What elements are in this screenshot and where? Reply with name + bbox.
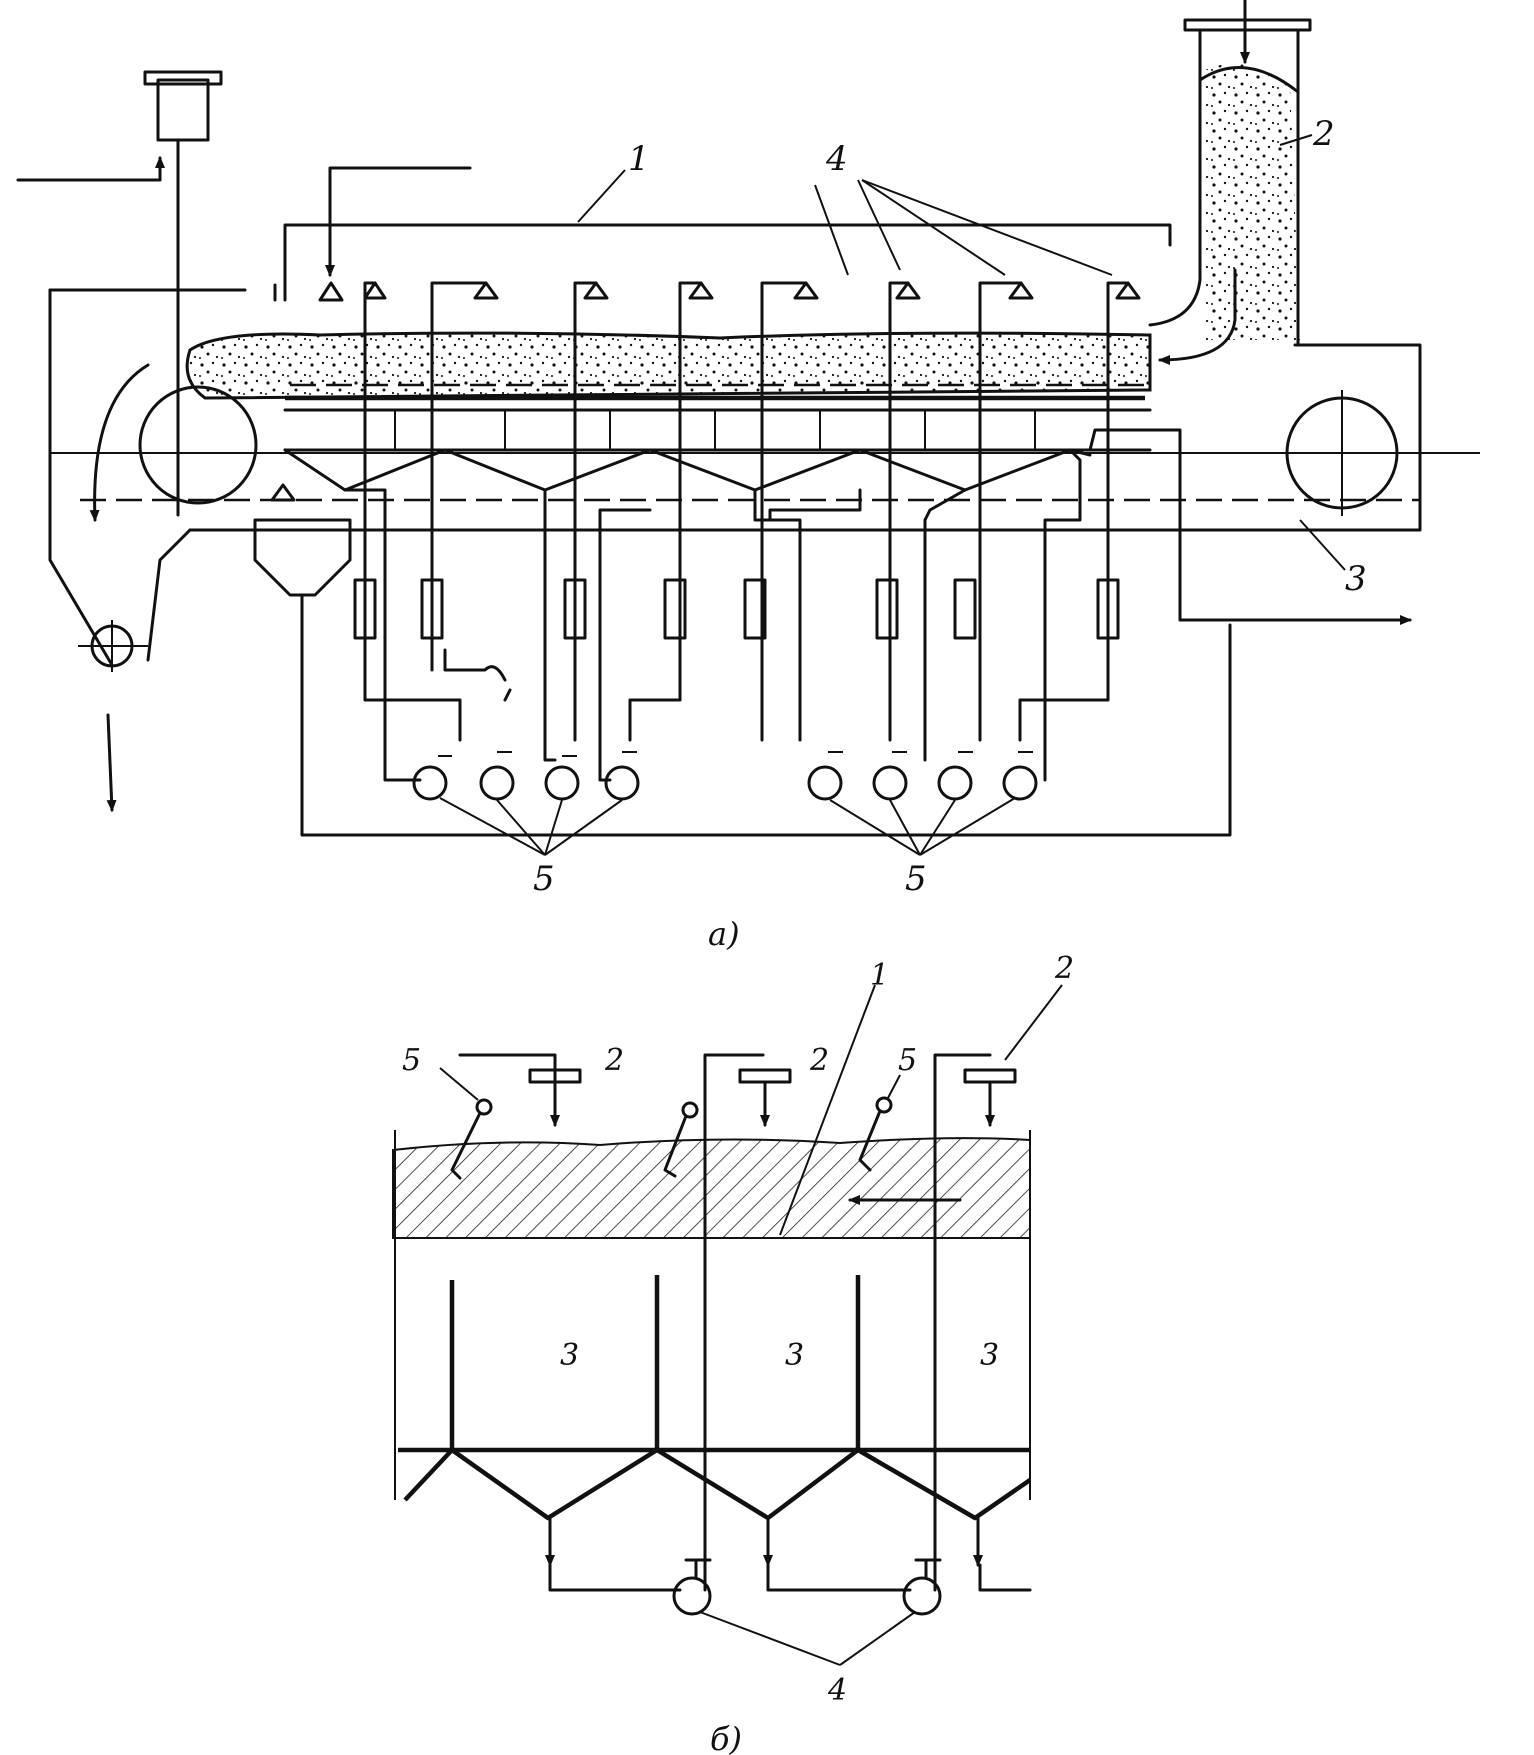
label-sprayer-left: 2 bbox=[604, 1043, 624, 1078]
probe-icon bbox=[475, 1098, 493, 1116]
feed-hopper bbox=[1148, 0, 1312, 365]
nozzle-icon bbox=[363, 281, 387, 300]
pump-icon bbox=[807, 765, 843, 801]
collector bbox=[253, 518, 1232, 837]
pump-icon bbox=[412, 765, 448, 801]
sprayers-b bbox=[458, 1053, 1017, 1592]
cyclone-tank bbox=[16, 70, 223, 517]
nozzle-icon bbox=[270, 483, 296, 502]
figure-b: 1 2 2 2 3 3 3 4 5 5 б) bbox=[392, 951, 1074, 1755]
pump-icon bbox=[672, 1576, 712, 1616]
label-pumps-right: 5 bbox=[905, 859, 927, 899]
label-probe-left: 5 bbox=[402, 1043, 421, 1078]
label-section-left: 3 bbox=[560, 1338, 579, 1373]
pumps-b bbox=[672, 1558, 942, 1666]
nozzle-icon bbox=[583, 281, 609, 300]
label-bed: 1 bbox=[870, 958, 889, 993]
pumps-a bbox=[412, 751, 1038, 856]
right-drum bbox=[1262, 390, 1420, 516]
label-pumps-left: 5 bbox=[533, 859, 555, 899]
nozzle-icon bbox=[793, 281, 819, 300]
caption-b: б) bbox=[710, 1720, 742, 1755]
figure-a: 1 2 3 4 5 5 а) bbox=[16, 0, 1480, 953]
pump-icon bbox=[544, 765, 580, 801]
label-sprayer-right: 2 bbox=[1054, 951, 1074, 986]
caption-a: а) bbox=[708, 915, 740, 953]
label-sprayer-mid: 2 bbox=[809, 1043, 829, 1078]
label-conveyor: 3 bbox=[1345, 559, 1367, 599]
nozzle-icon bbox=[895, 281, 921, 300]
nozzle-icon bbox=[473, 281, 499, 300]
pump-icon bbox=[902, 1576, 942, 1616]
air-pipe bbox=[273, 166, 1172, 302]
pump-icon bbox=[872, 765, 908, 801]
label-hopper: 2 bbox=[1312, 114, 1335, 154]
product-bed bbox=[185, 331, 1152, 400]
probe-icon bbox=[681, 1101, 699, 1119]
label-pipe: 1 bbox=[628, 139, 650, 179]
probes-b bbox=[439, 1067, 901, 1180]
nozzle-icon bbox=[1115, 281, 1141, 300]
sprayer-icon bbox=[738, 1068, 792, 1084]
left-drum bbox=[78, 363, 258, 812]
pump-icon bbox=[479, 765, 515, 801]
label-section-mid: 3 bbox=[785, 1338, 804, 1373]
nozzle-icon bbox=[318, 281, 344, 302]
sprayer-icon bbox=[963, 1068, 1017, 1084]
label-probe-right: 5 bbox=[898, 1043, 917, 1078]
flow-meters bbox=[343, 428, 1412, 782]
label-nozzles: 4 bbox=[825, 139, 848, 179]
air-chambers bbox=[283, 408, 1152, 492]
label-section-right: 3 bbox=[980, 1338, 999, 1373]
pump-icon bbox=[1002, 765, 1038, 801]
pump-icon bbox=[937, 765, 973, 801]
nozzles bbox=[270, 179, 1141, 742]
pump-icon bbox=[604, 765, 640, 801]
hatched-bed bbox=[392, 1137, 1031, 1239]
label-pumps-b: 4 bbox=[827, 1673, 847, 1708]
probe-icon bbox=[875, 1096, 893, 1114]
nozzle-icon bbox=[688, 281, 714, 300]
nozzle-icon bbox=[1008, 281, 1034, 300]
